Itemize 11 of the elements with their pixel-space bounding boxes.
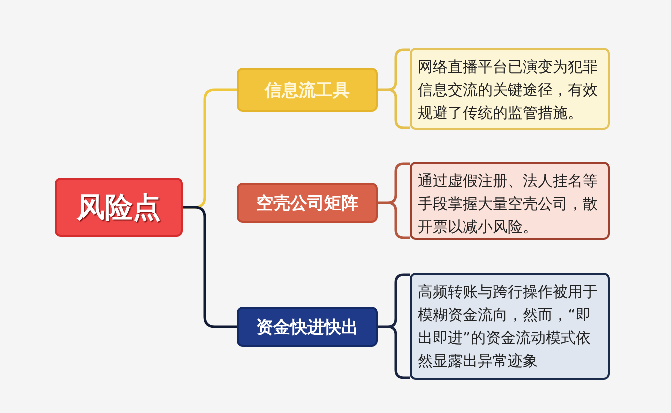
topic-box: 信息流工具 xyxy=(237,68,378,112)
curly-brace xyxy=(376,48,412,130)
note-box: 网络直播平台已演变为犯罪信息交流的关键途径，有效规避了传统的监管措施。 xyxy=(410,48,610,130)
curly-brace xyxy=(376,162,412,240)
note-box: 通过虚假注册、法人挂名等手段掌握大量空壳公司，散开票以减小风险。 xyxy=(410,162,610,240)
root-topic-box: 风险点 xyxy=(55,178,183,237)
note-box: 高频转账与跨行操作被用于模糊资金流向，然而，“即出即进”的资金流动模式依然显露出异常迹象 xyxy=(410,273,610,380)
connector-line xyxy=(183,206,237,328)
topic-box: 空壳公司矩阵 xyxy=(237,183,378,223)
topic-box: 资金快进快出 xyxy=(237,307,378,347)
curly-brace xyxy=(376,274,412,380)
